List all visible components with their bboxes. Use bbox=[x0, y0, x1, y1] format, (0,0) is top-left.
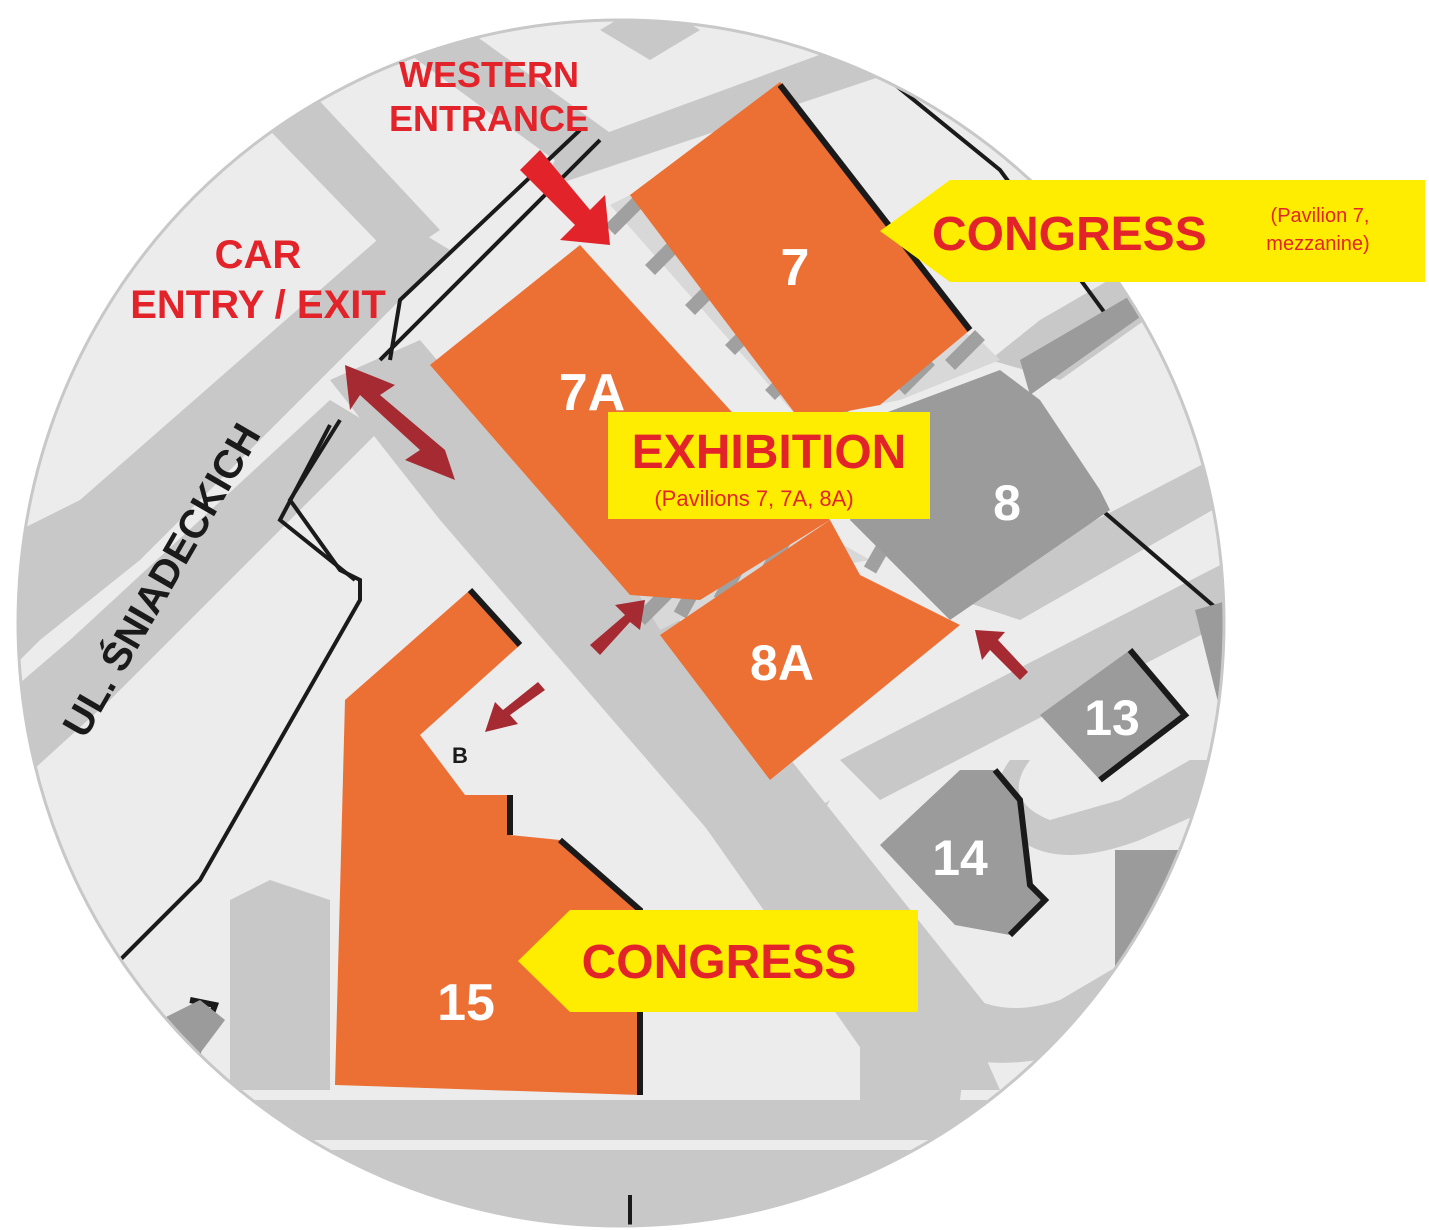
pavilion-13-label: 13 bbox=[1084, 690, 1140, 746]
entrance-b-label: B bbox=[452, 743, 468, 768]
pavilion-8-label: 8 bbox=[993, 475, 1021, 531]
pavilion-8-annex bbox=[1020, 290, 1150, 395]
arrow-icon bbox=[520, 150, 610, 245]
exhibition-note: (Pavilions 7, 7A, 8A) bbox=[654, 486, 853, 511]
arrow-icon bbox=[485, 682, 545, 732]
pavilion-7-label: 7 bbox=[781, 239, 810, 297]
exhibition-label: EXHIBITION bbox=[632, 426, 907, 479]
pavilion-7 bbox=[630, 82, 970, 420]
building-far-right bbox=[1115, 850, 1224, 1000]
pavilion-15-label: 15 bbox=[437, 974, 495, 1032]
congress-bottom-label: CONGRESS bbox=[582, 936, 857, 989]
arrow-icon bbox=[590, 600, 645, 655]
congress-top-note-line2: mezzanine) bbox=[1266, 233, 1369, 255]
double-arrow-icon bbox=[345, 365, 455, 480]
map-circle-outline bbox=[16, 18, 1226, 1228]
pavilion-8A bbox=[660, 520, 960, 780]
exhibition-callout: EXHIBITION (Pavilions 7, 7A, 8A) bbox=[608, 412, 930, 519]
pavilion-14-label: 14 bbox=[932, 830, 988, 886]
pavilion-8A-label: 8A bbox=[750, 635, 814, 691]
pavilion-14 bbox=[880, 770, 1045, 935]
pavilion-13 bbox=[1040, 650, 1185, 780]
arrow-icon bbox=[975, 630, 1028, 680]
building-bottom-left bbox=[160, 1000, 225, 1060]
congress-bottom-callout: CONGRESS bbox=[518, 910, 918, 1012]
car-entry-label-line1: CAR bbox=[215, 233, 302, 277]
car-entry-label-line2: ENTRY / EXIT bbox=[130, 283, 386, 327]
western-entrance-label-line2: ENTRANCE bbox=[389, 98, 589, 139]
small-building-shadows bbox=[992, 648, 1190, 938]
congress-top-label: CONGRESS bbox=[932, 208, 1207, 261]
congress-top-note-line1: (Pavilion 7, bbox=[1271, 205, 1370, 227]
congress-top-callout: CONGRESS (Pavilion 7, mezzanine) bbox=[880, 180, 1425, 282]
western-entrance-label-line1: WESTERN bbox=[399, 54, 579, 95]
